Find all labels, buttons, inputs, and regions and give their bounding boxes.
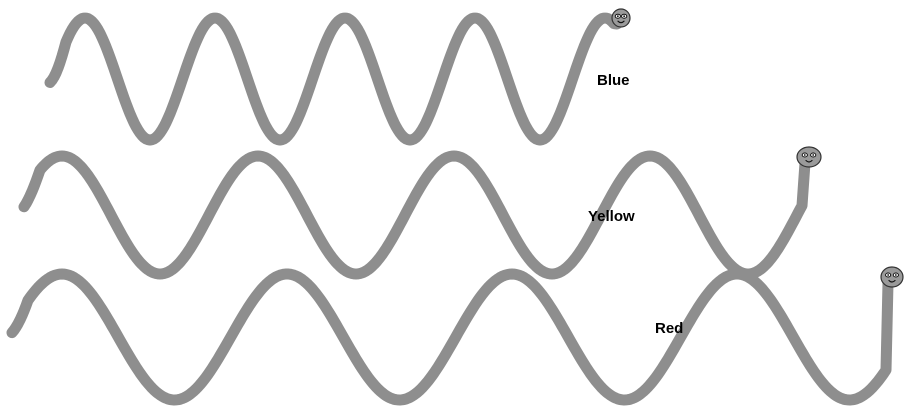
worm-yellow: Yellow bbox=[24, 147, 821, 274]
worm-face bbox=[881, 267, 903, 287]
worm-red-body bbox=[12, 274, 888, 400]
worm-red-label: Red bbox=[655, 320, 683, 337]
worm-face bbox=[797, 147, 821, 167]
worm-yellow-label: Yellow bbox=[588, 208, 635, 225]
worm-pupil bbox=[623, 15, 625, 17]
worm-pupil bbox=[895, 274, 897, 276]
worm-blue: Blue bbox=[50, 9, 630, 140]
worm-blue-head-icon bbox=[612, 9, 630, 27]
worm-face bbox=[612, 9, 630, 27]
worm-red-head-icon bbox=[881, 267, 903, 287]
worm-pupil bbox=[812, 154, 814, 156]
worm-pupil bbox=[617, 15, 619, 17]
worm-yellow-head-icon bbox=[797, 147, 821, 167]
worm-red: Red bbox=[12, 267, 903, 400]
worm-yellow-body bbox=[24, 156, 805, 274]
worm-blue-label: Blue bbox=[597, 72, 630, 89]
worm-blue-body bbox=[50, 18, 617, 140]
worm-pupil bbox=[887, 274, 889, 276]
worm-pupil bbox=[804, 154, 806, 156]
